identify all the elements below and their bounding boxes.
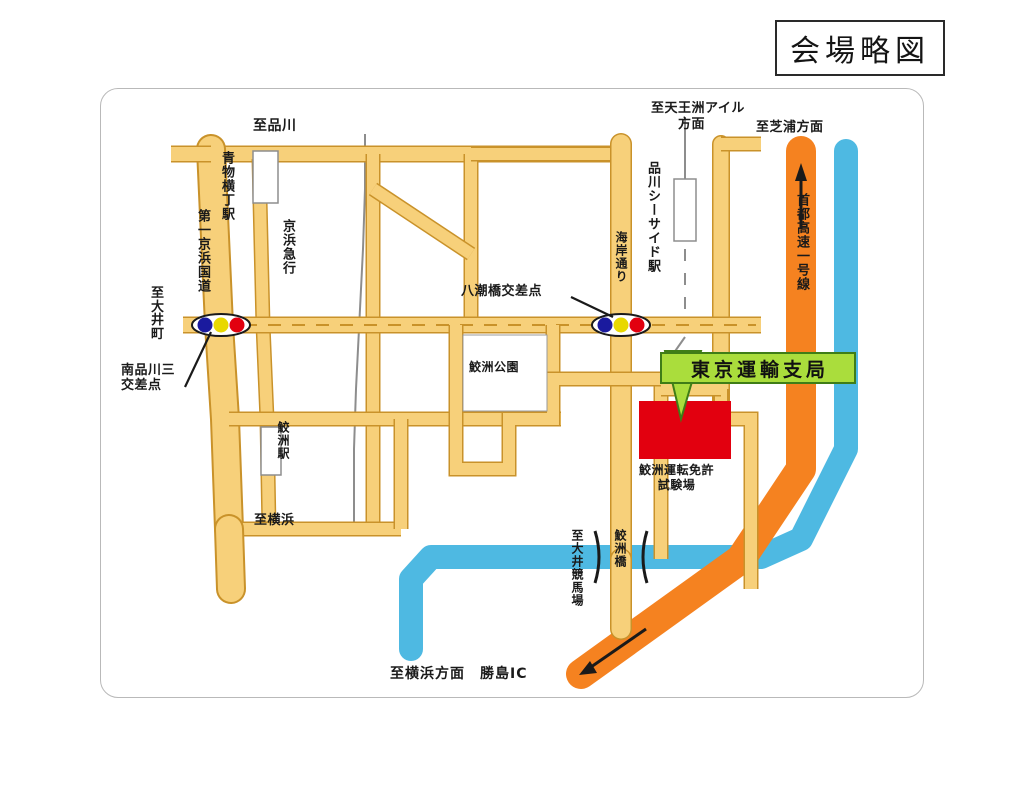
map-title-box: 会場略図 bbox=[775, 20, 945, 76]
map-frame: 至品川 青物横丁駅 第一京浜国道 京浜急行 至 大 井 町 南品川三 交差点 八… bbox=[100, 88, 924, 698]
landmark-samezu-license-center: 鮫洲運転免許 試験場 bbox=[639, 463, 715, 492]
expressway-route1 bbox=[566, 136, 816, 689]
road-metropolitan-expressway-1: 首都高速一号線 bbox=[794, 193, 809, 291]
expressway-arrow-north bbox=[795, 163, 807, 229]
road-daiichi-keihin: 第一京浜国道 bbox=[195, 209, 210, 293]
station-markers bbox=[252, 150, 697, 476]
map-graphics bbox=[171, 117, 858, 689]
station-shinagawa-seaside: 品川シーサイド駅 bbox=[645, 161, 660, 273]
direction-to-shibaura: 至芝浦方面 bbox=[756, 120, 824, 135]
road-network bbox=[171, 133, 761, 640]
destination-highlight-box: 東京運輸支局 bbox=[660, 352, 856, 384]
direction-to-yokohama: 至横浜 bbox=[254, 513, 295, 528]
license-center-block bbox=[639, 401, 731, 459]
direction-to-oi-racecourse: 至大井競馬場 bbox=[570, 529, 584, 607]
intersection-yashiobashi: 八潮橋交差点 bbox=[461, 284, 543, 299]
label-leader-lines bbox=[184, 296, 614, 388]
destination-label: 東京運輸支局 bbox=[690, 358, 829, 381]
direction-to-shinagawa: 至品川 bbox=[253, 118, 297, 134]
signal-minami-shinagawa-3 bbox=[191, 313, 251, 337]
expressway-arrow-southwest bbox=[579, 627, 647, 675]
signal-yashiobashi bbox=[591, 313, 651, 337]
bridge-brackets bbox=[593, 530, 649, 584]
direction-to-tennozu-isle: 至天王洲アイル 方面 bbox=[651, 101, 745, 132]
bottom-direction-caption: 至横浜方面 勝島IC bbox=[390, 666, 528, 682]
bridge-samezu: 鮫洲橋 bbox=[613, 529, 627, 568]
intersection-minami-shinagawa-3: 南品川三 交差点 bbox=[121, 363, 176, 393]
landmark-samezu-park: 鮫洲公園 bbox=[469, 360, 520, 374]
rail-keikyu-label: 京浜急行 bbox=[280, 219, 295, 275]
station-aomono-yokocho: 青物横丁駅 bbox=[219, 151, 234, 221]
direction-to-oimachi: 至 大 井 町 bbox=[151, 286, 165, 342]
page-title: 会場略図 bbox=[790, 34, 930, 69]
samezu-park-block bbox=[462, 334, 548, 412]
road-kaigan-dori: 海岸通り bbox=[614, 231, 628, 283]
station-samezu: 鮫洲駅 bbox=[276, 421, 290, 460]
